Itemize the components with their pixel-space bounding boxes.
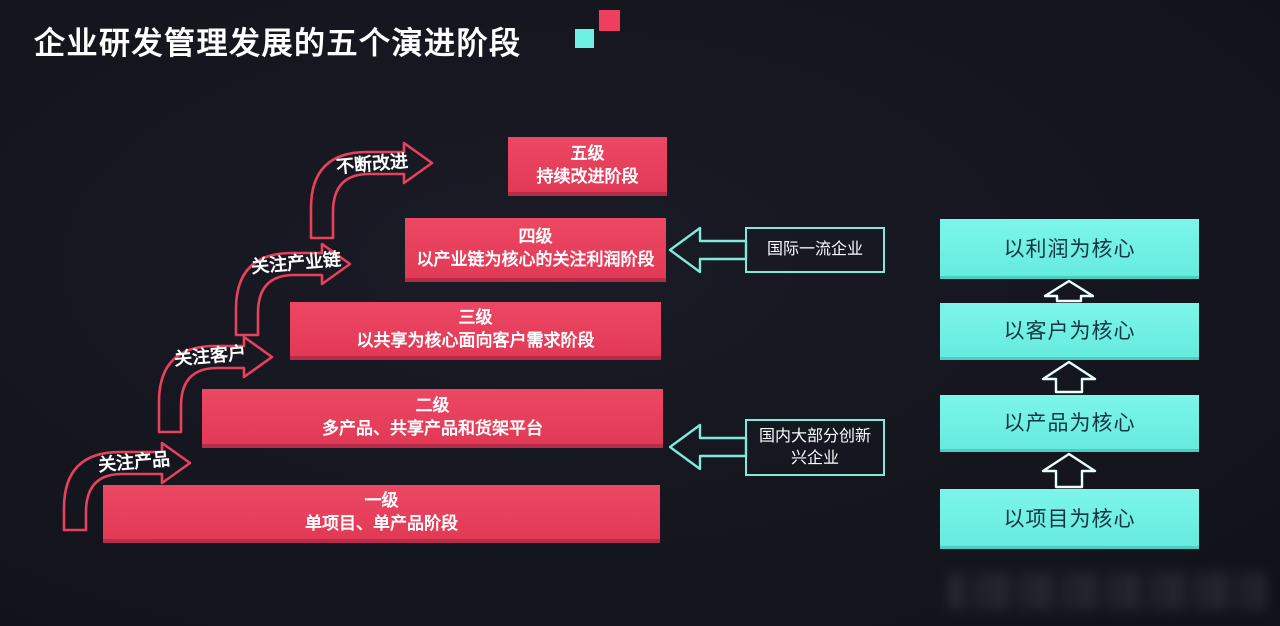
core-box-customer: 以客户为核心 [940, 303, 1199, 360]
stage-desc-label: 持续改进阶段 [536, 166, 639, 186]
stage-desc-label: 单项目、单产品阶段 [305, 514, 458, 533]
callout-box-domestic-innovative-enterprises: 国内大部分创新兴企业 [745, 419, 885, 476]
stage-level-label: 一级 [364, 491, 399, 510]
callout-arrow-domestic [668, 423, 748, 471]
curved-arrow-continuous-improvement [309, 141, 434, 240]
core-box-product: 以产品为核心 [940, 395, 1199, 452]
core-box-profit: 以利润为核心 [940, 219, 1199, 279]
curved-arrow-focus-industry-chain [234, 242, 352, 337]
up-arrow-project-to-product [1041, 452, 1097, 489]
up-arrow-customer-to-profit [1043, 279, 1095, 303]
red-square-icon [599, 10, 620, 31]
up-arrow-product-to-customer [1041, 360, 1097, 394]
stage-box-level5: 五级 持续改进阶段 [508, 137, 667, 196]
stage-level-label: 二级 [415, 395, 450, 415]
stage-level-label: 五级 [570, 143, 605, 163]
stage-box-level1: 一级 单项目、单产品阶段 [103, 485, 660, 543]
stage-box-level4: 四级 以产业链为核心的关注利润阶段 [405, 218, 666, 282]
stage-desc-label: 以产业链为核心的关注利润阶段 [416, 250, 655, 269]
page-title: 企业研发管理发展的五个演进阶段 [34, 26, 522, 61]
stage-desc-label: 多产品、共享产品和货架平台 [322, 418, 543, 438]
curved-arrow-focus-product [62, 441, 192, 532]
watermark [948, 572, 1266, 610]
curved-arrow-focus-customer [157, 335, 274, 434]
stage-level-label: 三级 [458, 308, 493, 327]
stage-box-level2: 二级 多产品、共享产品和货架平台 [202, 389, 663, 448]
core-box-project: 以项目为核心 [940, 489, 1199, 549]
stage-level-label: 四级 [518, 227, 553, 246]
cyan-square-icon [575, 29, 594, 48]
callout-box-international-enterprises: 国际一流企业 [745, 227, 885, 273]
stage-desc-label: 以共享为核心面向客户需求阶段 [356, 331, 595, 350]
callout-arrow-international [668, 226, 748, 274]
stage-box-level3: 三级 以共享为核心面向客户需求阶段 [290, 302, 661, 360]
